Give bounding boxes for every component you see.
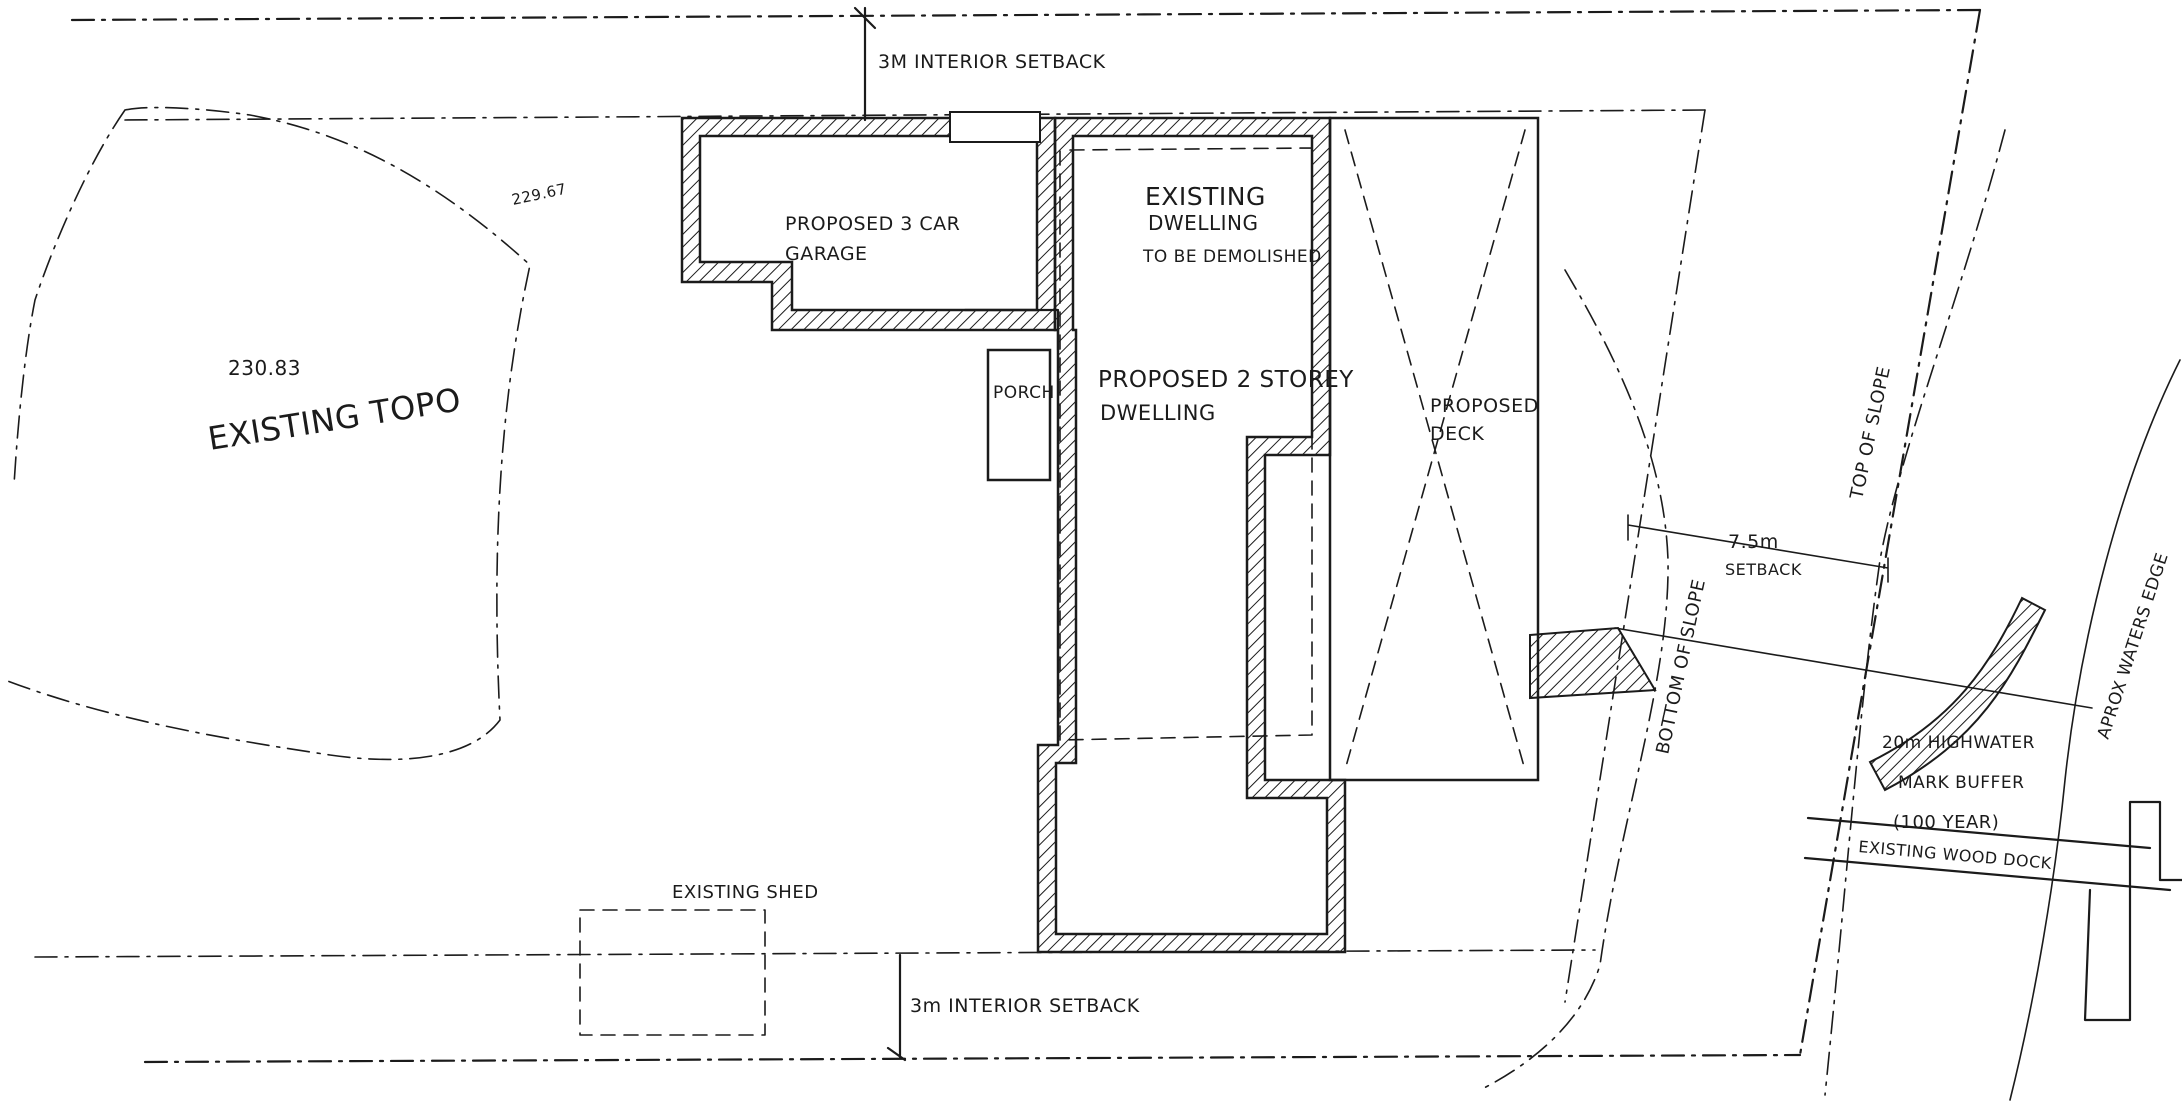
label-garage-line2: GARAGE <box>785 243 868 265</box>
setback-line-right <box>1564 109 1706 1003</box>
porch-step <box>963 308 1060 352</box>
existing-shed-outline <box>579 909 766 1036</box>
label-buffer-line2: MARK BUFFER <box>1898 773 2024 793</box>
top-of-slope-line <box>1824 129 2006 1096</box>
label-buffer-line3: (100 YEAR) <box>1893 812 1999 833</box>
garage-door-gap <box>949 111 1041 143</box>
existing-wood-dock <box>1803 800 2182 1022</box>
label-setback-word: SETBACK <box>1725 560 1802 579</box>
label-existing-dock: EXISTING WOOD DOCK <box>1858 837 2053 873</box>
deck-diagonals <box>1344 129 1526 771</box>
top-setback-dimension <box>853 6 877 122</box>
existing-topo-contour <box>4 106 531 761</box>
label-elevation-a: 229.67 <box>510 180 568 209</box>
label-proposed-dwelling-line2: DWELLING <box>1100 401 1216 425</box>
label-interior-setback-bottom: 3m INTERIOR SETBACK <box>910 995 1140 1017</box>
bottom-setback-dimension <box>886 953 907 1062</box>
label-proposed-dwelling-line1: PROPOSED 2 STOREY <box>1098 367 1354 393</box>
deck-stairs <box>1529 626 1657 700</box>
highwater-buffer-band <box>1868 596 2047 792</box>
property-lines <box>34 8 1982 1064</box>
label-buffer-line1: 20m HIGHWATER <box>1882 733 2035 753</box>
label-existing-dwelling-line3: TO BE DEMOLISHED <box>1142 247 1322 267</box>
proposed-dwelling-wall <box>1036 116 1347 954</box>
label-garage-line1: PROPOSED 3 CAR <box>785 213 960 235</box>
label-setback-dim: 7.5m <box>1728 531 1779 553</box>
label-existing-topo: EXISTING TOPO <box>205 380 463 458</box>
lot-line-bottom <box>143 1053 1802 1064</box>
deck-outline <box>1328 116 1540 782</box>
setback-line-bottom <box>34 949 1596 958</box>
label-elevation-b: 230.83 <box>228 356 301 380</box>
buffer-dimension-line <box>1614 627 2093 709</box>
setback-dimension-line <box>1627 514 1889 583</box>
label-existing-shed: EXISTING SHED <box>672 882 819 903</box>
label-porch: PORCH <box>993 383 1055 403</box>
label-existing-dwelling-line2: DWELLING <box>1148 211 1258 235</box>
label-deck-line1: PROPOSED <box>1430 395 1539 417</box>
label-existing-dwelling-line1: EXISTING <box>1145 182 1266 211</box>
label-interior-setback-top: 3M INTERIOR SETBACK <box>878 51 1106 73</box>
waters-edge-line <box>2009 359 2181 1101</box>
setback-line-top <box>124 109 1706 121</box>
lot-line-top <box>70 8 1982 22</box>
porch <box>986 348 1052 482</box>
label-approx-waters-edge: APROX WATERS EDGE <box>2094 550 2173 741</box>
lot-line-right <box>1798 8 1982 1057</box>
label-top-of-slope: TOP OF SLOPE <box>1846 364 1895 502</box>
bottom-of-slope-line <box>1479 269 1669 1091</box>
label-deck-line2: DECK <box>1430 423 1484 445</box>
label-bottom-of-slope: BOTTOM OF SLOPE <box>1652 577 1710 756</box>
